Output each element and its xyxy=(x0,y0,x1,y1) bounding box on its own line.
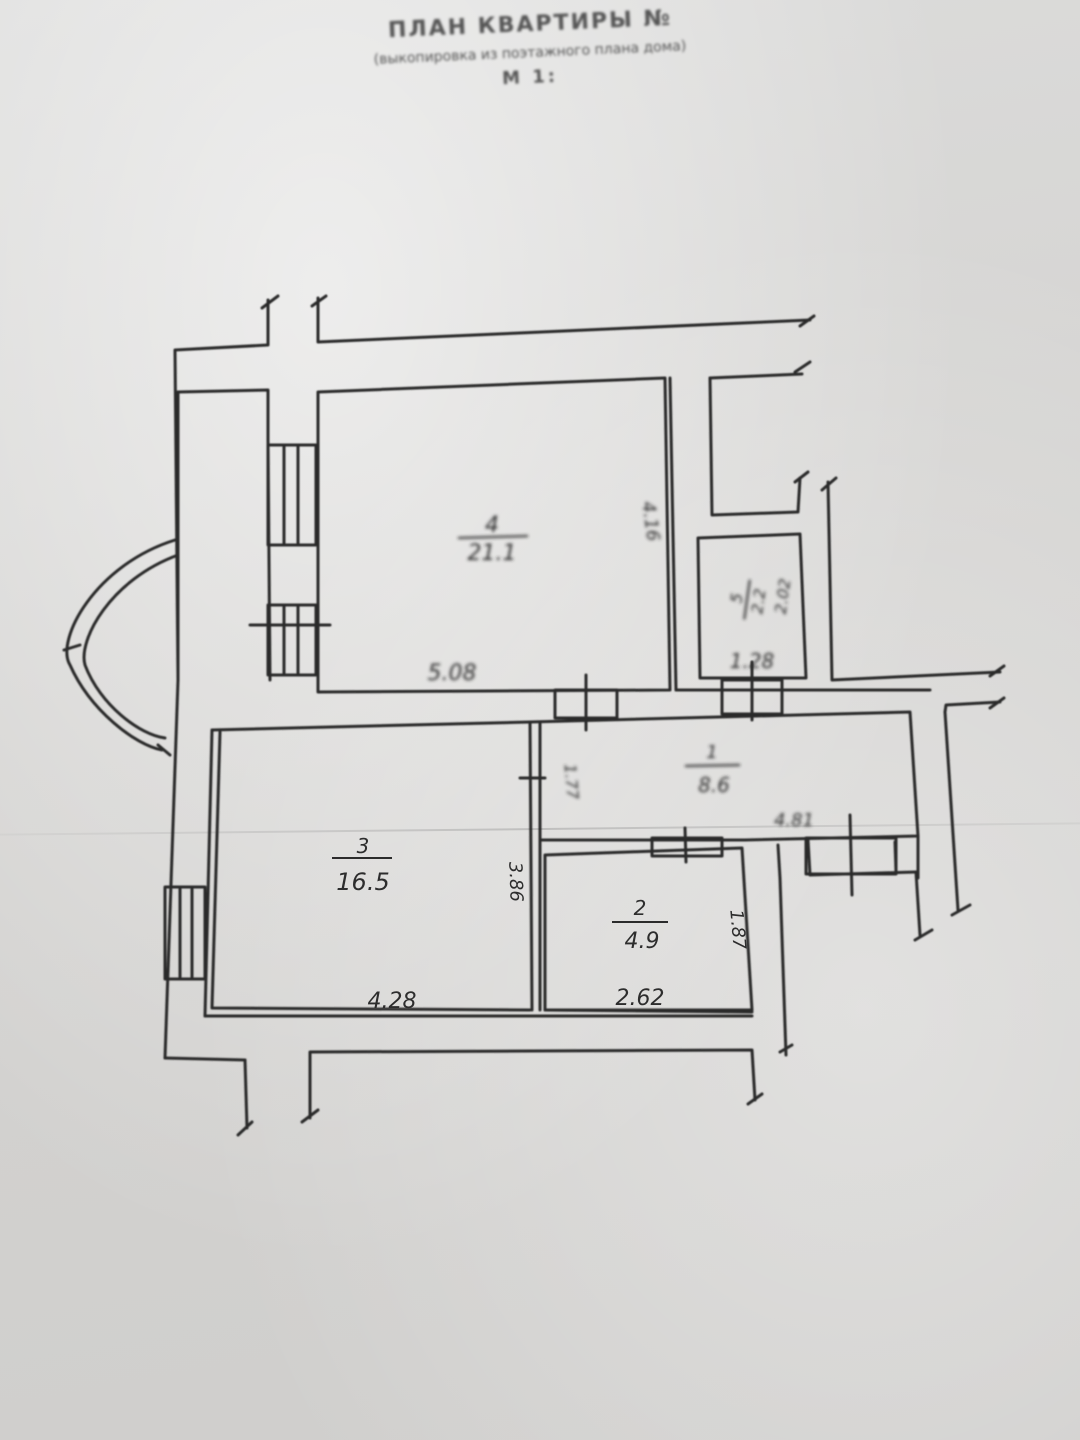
dim-room-1-width: 4.81 xyxy=(774,810,814,831)
dim-room-3-height: 3.86 xyxy=(504,861,526,902)
room-labels: 4 21.1 5 2.2 1 8.6 3 16.5 2 4.9 xyxy=(332,513,770,954)
dim-room-5-width: 1.28 xyxy=(730,649,775,673)
bay-window-arc xyxy=(62,538,180,757)
room-5-number: 5 xyxy=(727,592,747,605)
room-2-label: 2 4.9 xyxy=(612,896,668,954)
dim-room-4-width: 5.08 xyxy=(428,661,477,686)
dimension-labels: 5.08 4.16 1.28 2.02 4.81 1.77 4.28 3.86 … xyxy=(368,500,815,1014)
room-5-area: 2.2 xyxy=(747,587,769,615)
room-4-number: 4 xyxy=(485,513,499,538)
room-3-area: 16.5 xyxy=(336,868,389,896)
room-1-walls xyxy=(210,710,920,1012)
room-3-label: 3 16.5 xyxy=(332,834,392,896)
room-5-walls xyxy=(678,360,1006,692)
bottom-outer-wall xyxy=(300,1048,764,1124)
room-4-area: 21.1 xyxy=(468,541,517,566)
room-2-area: 4.9 xyxy=(625,929,660,954)
room-1-area: 8.6 xyxy=(698,773,730,797)
dim-room-2-height: 1.87 xyxy=(725,909,749,951)
room-1-number: 1 xyxy=(706,742,717,763)
right-corridor-walls xyxy=(776,696,1006,1057)
left-outer-wall xyxy=(176,388,332,682)
dim-room-4-height: 4.16 xyxy=(637,500,663,543)
room-4-label: 4 21.1 xyxy=(457,513,529,566)
room-2-walls xyxy=(543,826,754,1012)
dim-room-5-height: 2.02 xyxy=(771,577,795,615)
dim-room-2-width: 2.62 xyxy=(616,986,665,1011)
room-3-walls xyxy=(163,678,754,1137)
dim-room-1-height: 1.77 xyxy=(560,763,582,801)
room-1-door xyxy=(804,836,898,876)
room-3-number: 3 xyxy=(357,834,370,858)
dim-room-3-width: 4.28 xyxy=(368,989,417,1014)
room-5-label: 5 2.2 xyxy=(727,579,770,620)
room-2-number: 2 xyxy=(634,896,647,920)
room-1-label: 1 8.6 xyxy=(684,742,741,797)
